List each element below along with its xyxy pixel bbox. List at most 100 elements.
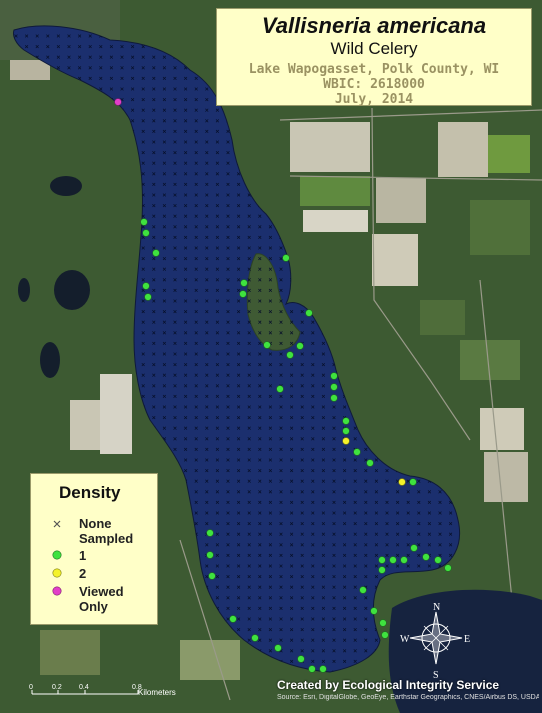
grid-cross	[247, 426, 251, 430]
grid-cross	[353, 521, 357, 526]
grid-cross	[152, 119, 156, 123]
sample-point-density-1	[378, 566, 386, 574]
grid-cross	[311, 638, 315, 642]
grid-cross	[374, 468, 379, 473]
grid-cross	[289, 426, 294, 430]
grid-cross	[289, 468, 294, 473]
grid-cross	[279, 627, 283, 632]
grid-cross	[173, 129, 177, 134]
grid-cross	[226, 331, 230, 335]
grid-cross	[332, 543, 336, 547]
grid-cross	[109, 76, 114, 81]
grid-cross	[247, 362, 251, 367]
grid-cross	[183, 87, 188, 91]
grid-cross	[353, 553, 357, 558]
credit-text: Created by Ecological Integrity Service	[277, 678, 500, 692]
grid-cross	[205, 140, 209, 144]
grid-cross	[194, 362, 198, 367]
grid-cross	[205, 256, 209, 261]
grid-cross	[247, 500, 251, 505]
sample-point-density-1	[276, 385, 284, 393]
grid-cross	[364, 596, 368, 600]
grid-cross	[194, 373, 198, 377]
grid-cross	[215, 553, 220, 558]
scale-label-0.8: 0.8	[132, 684, 142, 691]
grid-cross	[353, 659, 357, 664]
grid-cross	[194, 87, 198, 91]
grid-cross	[173, 108, 177, 112]
grid-cross	[374, 490, 379, 494]
grid-cross	[226, 225, 230, 229]
grid-cross	[321, 458, 326, 462]
grid-cross	[194, 182, 198, 187]
grid-cross	[183, 246, 188, 250]
sample-points	[114, 98, 452, 673]
grid-cross	[88, 55, 92, 59]
grid-cross	[152, 140, 156, 144]
road	[279, 109, 542, 121]
grid-cross	[141, 87, 145, 91]
grid-cross	[35, 44, 39, 49]
grid-cross	[321, 447, 326, 452]
grid-cross	[67, 55, 71, 59]
grid-cross	[236, 320, 241, 324]
grid-cross	[258, 426, 262, 430]
grid-cross	[268, 352, 273, 356]
grid-cross	[236, 596, 241, 600]
grid-cross	[342, 543, 347, 547]
grid-cross	[77, 76, 82, 81]
grid-cross	[332, 511, 336, 515]
grid-cross	[205, 373, 209, 377]
grid-cross	[342, 405, 347, 409]
grid-cross	[173, 267, 177, 271]
grid-cross	[247, 235, 251, 240]
grid-cross	[258, 468, 262, 473]
grid-cross	[300, 500, 304, 505]
grid-cross	[353, 511, 357, 515]
grid-cross	[215, 320, 220, 324]
grid-cross	[183, 182, 188, 187]
grid-cross	[46, 55, 50, 59]
grid-cross	[162, 76, 167, 81]
grid-cross	[215, 415, 220, 420]
grid-cross	[205, 437, 209, 441]
grid-cross	[173, 309, 177, 314]
sample-point-density-1	[409, 478, 417, 486]
grid-cross	[289, 384, 294, 388]
grid-cross	[162, 235, 167, 240]
grid-cross	[162, 384, 167, 388]
grid-cross	[268, 246, 273, 250]
grid-cross	[215, 490, 220, 494]
grid-cross	[364, 458, 368, 462]
grid-cross	[268, 521, 273, 526]
grid-cross	[374, 638, 379, 642]
sample-point-density-1	[296, 342, 304, 350]
grid-cross	[364, 638, 368, 642]
scale-label-0: 0	[29, 684, 33, 691]
grid-cross	[374, 553, 379, 558]
grid-cross	[152, 161, 156, 165]
grid-cross	[374, 458, 379, 462]
grid-cross	[173, 161, 177, 165]
grid-cross	[342, 458, 347, 462]
grid-cross	[247, 617, 251, 621]
grid-cross	[183, 214, 188, 218]
species-title: Vallisneria americana	[261, 13, 487, 38]
grid-cross	[226, 150, 230, 155]
grid-cross	[268, 532, 273, 536]
grid-cross	[141, 235, 145, 240]
grid-cross	[395, 490, 400, 494]
grid-cross	[183, 193, 188, 197]
grid-cross	[247, 288, 251, 293]
grid-cross	[247, 437, 251, 441]
grid-cross	[300, 596, 304, 600]
grid-cross	[258, 278, 262, 282]
grid-cross	[279, 490, 283, 494]
grid-cross	[152, 384, 156, 388]
grid-cross	[247, 479, 251, 483]
grid-cross	[162, 331, 167, 335]
grid-cross	[279, 596, 283, 600]
survey-date: July, 2014	[334, 92, 414, 107]
sample-point-density-1	[381, 631, 389, 639]
grid-cross	[194, 447, 198, 452]
